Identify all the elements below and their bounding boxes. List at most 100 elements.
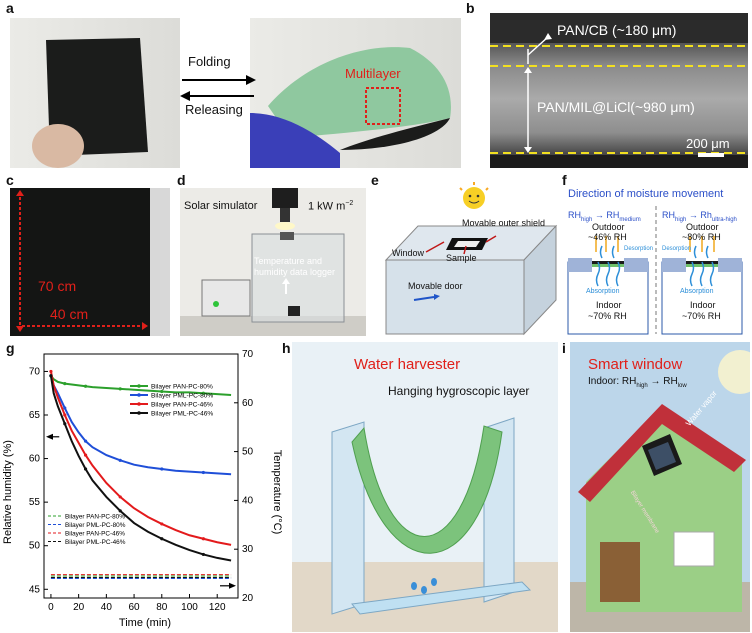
multilayer-label: Multilayer: [345, 66, 401, 81]
data-point: [63, 413, 67, 417]
panel-label-h: h: [282, 340, 291, 356]
series-line: [49, 371, 232, 546]
legend-entry: Bilayer PML-PC-46%: [151, 411, 213, 418]
legend-entry: Bilayer PML-PC-80%: [151, 393, 213, 400]
hygroscopic-layer: [351, 425, 503, 554]
door-arrow: [413, 296, 435, 301]
y2-axis-label: Temperature (°C): [271, 450, 282, 534]
y2-tick-label: 20: [242, 593, 254, 604]
data-point: [118, 458, 122, 462]
y-tick-label: 55: [29, 497, 41, 508]
series-line: [49, 375, 232, 562]
panel-a-photos: Folding Releasing Multilayer: [10, 18, 461, 168]
y2-tick-label: 70: [242, 349, 254, 360]
left-outdoor-label: Outdoor: [592, 222, 625, 232]
panel-label-e: e: [371, 172, 379, 188]
x-tick-label: 80: [156, 602, 168, 613]
right-rh-label: RHhigh → Rhultra-high: [662, 210, 737, 223]
panel-e-schematic: Movable outer shield Window Sample Movab…: [378, 180, 560, 336]
panel-label-a: a: [6, 0, 14, 16]
data-point: [49, 369, 53, 374]
height-label: 70 cm: [38, 278, 77, 294]
panel-h-illustration: Water harvester Hanging hygroscopic laye…: [292, 342, 558, 632]
scale-label: 200 μm: [686, 136, 730, 151]
right-outdoor-rh: ~80% RH: [682, 232, 721, 242]
left-axis-arrowhead: [46, 433, 53, 440]
pan-cb-label: PAN/CB (~180 μm): [557, 22, 677, 38]
logger-label-2: humidity data logger: [254, 267, 336, 277]
y-tick-label: 70: [29, 366, 41, 377]
chamber-side-face: [523, 224, 557, 336]
panel-label-i: i: [562, 340, 566, 356]
data-point: [118, 387, 122, 391]
legend-entry: Bilayer PAN-PC-80%: [151, 384, 213, 391]
water-harvester-illustration: [292, 417, 558, 632]
data-point: [83, 439, 88, 443]
panel-label-c: c: [6, 172, 14, 188]
panel-label-f: f: [562, 172, 567, 188]
x-tick-label: 0: [48, 602, 54, 613]
solar-lamp: [272, 188, 298, 208]
x-tick-label: 60: [129, 602, 141, 613]
data-point: [118, 509, 122, 513]
left-indoor-label: Indoor: [596, 300, 622, 310]
multilayer-highlight-box: [365, 87, 401, 125]
data-point: [49, 374, 53, 378]
panel-c-photo: 70 cm 40 cm: [10, 188, 170, 336]
panel-label-b: b: [466, 0, 475, 16]
indoor-rh-label: Indoor: RHhigh → RHlow: [588, 376, 687, 389]
legend-entry: Bilayer PAN-PC-46%: [151, 402, 213, 409]
window-label: Window: [392, 248, 425, 258]
left-indoor-rh: ~70% RH: [588, 311, 627, 321]
legend-marker: [137, 411, 141, 415]
right-indoor-rh: ~70% RH: [682, 311, 721, 321]
y-tick-label: 65: [29, 410, 41, 421]
desorption-label-right: Desorption: [662, 246, 692, 252]
right-outdoor-label: Outdoor: [686, 222, 719, 232]
large-membrane: [10, 188, 170, 336]
house-roof: [578, 404, 746, 502]
legend-entry: Bilayer PML-PC-80%: [65, 522, 126, 529]
legend-marker: [137, 402, 141, 406]
folded-membrane-green: [268, 47, 451, 139]
panel-d-photo: Solar simulator 1 kW m−2 Temperature and…: [180, 188, 366, 336]
releasing-label: Releasing: [185, 102, 243, 117]
panel-label-d: d: [177, 172, 186, 188]
desorption-label-left: Desorption: [624, 246, 654, 252]
data-point: [83, 384, 88, 388]
data-point: [201, 470, 205, 475]
data-point: [83, 453, 88, 457]
data-point: [201, 537, 205, 541]
series-line: [49, 375, 232, 476]
y2-tick-label: 40: [242, 495, 254, 506]
data-point: [63, 422, 67, 426]
y-axis-label: Relative humidity (%): [2, 440, 14, 544]
data-point: [160, 467, 164, 471]
left-rh-label: RHhigh → RHmedium: [568, 210, 641, 223]
data-point: [201, 391, 205, 395]
data-point: [160, 389, 164, 394]
legend-marker: [137, 393, 141, 397]
water-harvester-title: Water harvester: [354, 356, 461, 373]
moisture-title: Direction of moisture movement: [568, 188, 724, 200]
right-axis-arrowhead: [229, 582, 236, 589]
chamber-front-face: [385, 259, 525, 335]
shield-label: Movable outer shield: [462, 218, 546, 228]
power-label: 1 kW m−2: [308, 200, 354, 213]
chamber-schematic: [384, 182, 558, 336]
scale-bar: [698, 153, 724, 157]
data-point: [63, 406, 67, 410]
data-point: [201, 552, 205, 557]
x-tick-label: 40: [101, 602, 113, 613]
data-point: [63, 382, 67, 386]
door: [600, 542, 640, 602]
panel-f-diagram: Direction of moisture movement RHhigh → …: [562, 188, 750, 336]
data-point: [160, 537, 164, 541]
legend-entry: Bilayer PAN-PC-80%: [65, 514, 125, 521]
data-point: [160, 522, 164, 526]
panel-label-g: g: [6, 340, 15, 356]
y-tick-label: 60: [29, 454, 41, 465]
legend-marker: [137, 384, 141, 388]
